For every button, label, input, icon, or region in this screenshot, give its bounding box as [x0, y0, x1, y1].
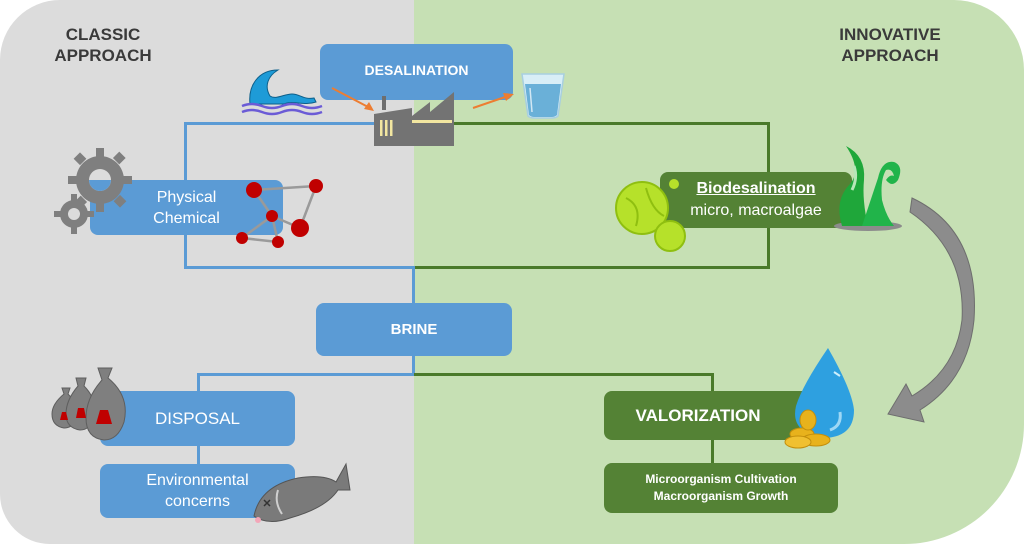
innovative-approach-panel — [414, 0, 1024, 544]
node-line: Microorganism Cultivation — [645, 472, 797, 486]
brine-node: BRINE — [316, 303, 512, 356]
node-line: concerns — [165, 493, 230, 510]
heading-line: APPROACH — [841, 46, 939, 65]
gears-icon — [54, 148, 132, 234]
connector-line — [414, 122, 770, 125]
connector-line — [711, 373, 714, 393]
node-line: micro, macroalgae — [690, 202, 822, 219]
connector-line — [197, 373, 414, 376]
physical-chemical-node: Physical Chemical — [90, 180, 283, 235]
node-line: Environmental — [146, 472, 249, 489]
node-line: Chemical — [153, 209, 220, 227]
algae-balls-icon — [615, 179, 686, 252]
seaweed-icon — [834, 146, 902, 231]
innovative-approach-heading: INNOVATIVE APPROACH — [815, 24, 965, 66]
heading-line: APPROACH — [54, 46, 152, 65]
connector-line — [414, 373, 714, 376]
heading-line: CLASSIC — [65, 25, 141, 44]
classic-approach-heading: CLASSIC APPROACH — [38, 24, 168, 66]
molecule-icon — [236, 179, 323, 248]
node-line: Physical — [156, 188, 217, 206]
money-bags-icon — [51, 367, 126, 441]
valorization-label: VALORIZATION — [635, 405, 761, 425]
connector-line — [197, 444, 200, 466]
connector-line — [197, 373, 200, 393]
node-line: Macroorganism Growth — [653, 489, 789, 503]
valorization-node: VALORIZATION — [604, 391, 812, 440]
connector-line — [711, 438, 714, 464]
wave-icon — [241, 69, 323, 116]
desalination-node: DESALINATION — [320, 44, 513, 100]
heading-line: INNOVATIVE — [839, 25, 941, 44]
connector-line — [184, 266, 414, 269]
coins-icon — [784, 409, 831, 449]
connector-line — [184, 122, 414, 125]
water-glass-icon — [521, 73, 565, 119]
connector-line — [414, 266, 770, 269]
desalination-label: DESALINATION — [364, 62, 469, 78]
disposal-node: DISPOSAL — [100, 391, 295, 446]
flow-arrows-icon — [331, 87, 514, 111]
factory-icon — [374, 92, 454, 146]
curved-arrow-icon — [887, 197, 975, 423]
biodesalination-node: Biodesalination micro, macroalgae — [660, 172, 852, 228]
dead-fish-icon — [253, 462, 351, 523]
disposal-label: DISPOSAL — [154, 408, 241, 428]
node-line: Biodesalination — [696, 180, 816, 197]
valorization-detail-node: Microorganism Cultivation Macroorganism … — [604, 463, 838, 513]
brine-label: BRINE — [390, 321, 438, 338]
